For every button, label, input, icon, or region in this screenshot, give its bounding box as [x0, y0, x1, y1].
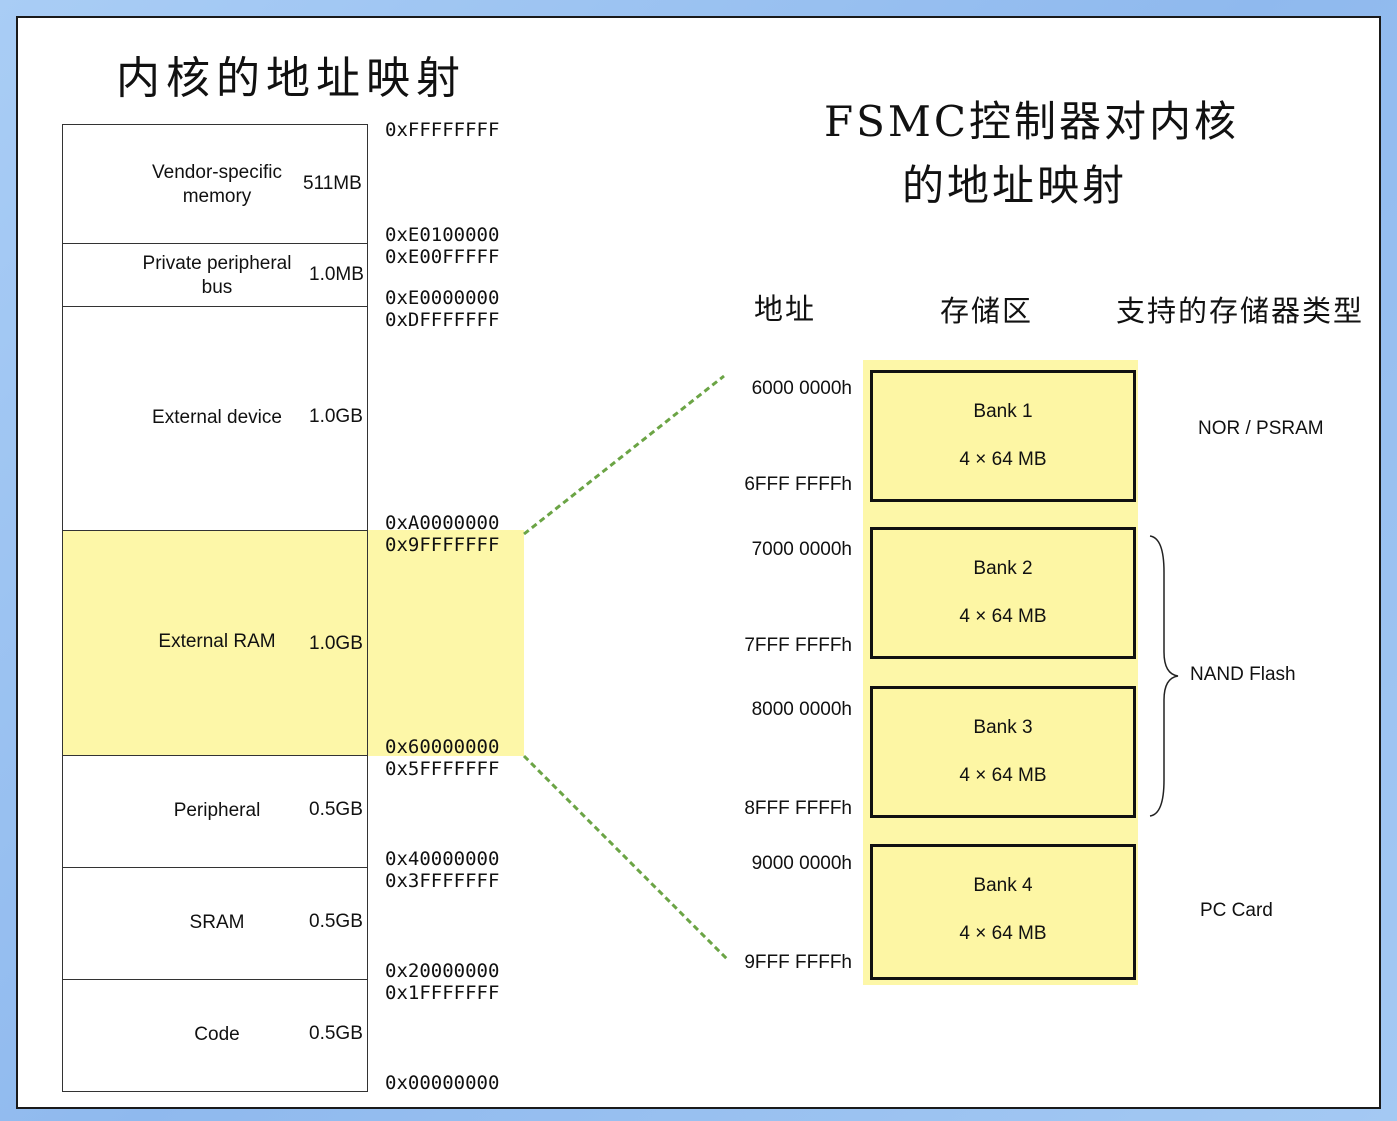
region-external-device: External device 1.0GB	[62, 306, 368, 531]
bank-name: Bank 4	[973, 875, 1033, 896]
region-size: 0.5GB	[309, 799, 363, 820]
mapping-lines	[522, 374, 730, 962]
bank-size: 4 × 64 MB	[959, 923, 1047, 944]
bank-start-address: 7000 0000h	[751, 539, 852, 560]
core-address: 0x60000000	[385, 736, 500, 758]
type-nand-flash: NAND Flash	[1190, 664, 1296, 685]
bank-size: 4 × 64 MB	[959, 449, 1047, 470]
region-name: SRAM	[189, 912, 245, 933]
bank-name: Bank 1	[973, 401, 1033, 422]
column-header-bank: 存储区	[940, 294, 1034, 328]
mapping-line-bottom	[522, 754, 730, 962]
bank-size: 4 × 64 MB	[959, 765, 1047, 786]
core-address: 0xA0000000	[385, 512, 500, 534]
column-header-address: 地址	[754, 292, 817, 326]
region-name: Code	[194, 1024, 240, 1045]
bank-start-address: 6000 0000h	[751, 378, 852, 399]
mapping-line-top	[523, 374, 725, 536]
core-address: 0xDFFFFFFF	[385, 309, 500, 331]
bank-4: Bank 4 4 × 64 MB	[870, 844, 1136, 980]
core-address: 0x1FFFFFFF	[385, 982, 500, 1004]
region-name: Private peripheral bus	[142, 253, 292, 298]
region-size: 0.5GB	[309, 911, 363, 932]
bank-2: Bank 2 4 × 64 MB	[870, 527, 1136, 659]
region-external-ram: External RAM 1.0GB	[62, 530, 368, 756]
bank-name: Bank 3	[973, 717, 1033, 738]
region-size: 1.0GB	[309, 633, 363, 654]
core-address: 0xE0000000	[385, 287, 500, 309]
right-title-line1: FSMC控制器对内核	[824, 97, 1240, 146]
core-address: 0x3FFFFFFF	[385, 870, 500, 892]
core-address: 0xE0100000	[385, 224, 500, 246]
core-address: 0x40000000	[385, 848, 500, 870]
region-private-peripheral-bus: Private peripheral bus 1.0MB	[62, 243, 368, 307]
core-address: 0xFFFFFFFF	[385, 119, 500, 141]
region-size: 0.5GB	[309, 1023, 363, 1044]
region-name: External device	[152, 407, 282, 428]
bank-start-address: 8000 0000h	[751, 699, 852, 720]
region-peripheral: Peripheral 0.5GB	[62, 755, 368, 868]
region-sram: SRAM 0.5GB	[62, 867, 368, 980]
bank-end-address: 7FFF FFFFh	[744, 635, 852, 656]
external-ram-address-highlight	[368, 530, 524, 756]
type-nor-psram: NOR / PSRAM	[1198, 418, 1324, 439]
core-address: 0x00000000	[385, 1072, 500, 1094]
left-title: 内核的地址映射	[116, 53, 466, 104]
bank-size: 4 × 64 MB	[959, 606, 1047, 627]
core-address: 0xE00FFFFF	[385, 246, 500, 268]
region-size: 1.0GB	[309, 406, 363, 427]
bank-end-address: 6FFF FFFFh	[744, 474, 852, 495]
bank-end-address: 9FFF FFFFh	[744, 952, 852, 973]
region-size: 1.0MB	[309, 264, 364, 285]
region-size: 511MB	[303, 173, 362, 194]
type-pc-card: PC Card	[1200, 900, 1273, 921]
region-code: Code 0.5GB	[62, 979, 368, 1092]
column-header-type: 支持的存储器类型	[1116, 294, 1365, 328]
core-address: 0x9FFFFFFF	[385, 534, 500, 556]
bank-3: Bank 3 4 × 64 MB	[870, 686, 1136, 818]
right-title-line2: 的地址映射	[902, 161, 1128, 210]
core-address: 0x20000000	[385, 960, 500, 982]
region-name: Peripheral	[173, 800, 261, 821]
bank-start-address: 9000 0000h	[751, 853, 852, 874]
bank-end-address: 8FFF FFFFh	[744, 798, 852, 819]
bank-name: Bank 2	[973, 558, 1033, 579]
diagram-panel: 内核的地址映射 FSMC控制器对内核 的地址映射 Vendor-specific…	[16, 16, 1381, 1109]
nand-brace	[1149, 535, 1179, 817]
region-name: Vendor-specific memory	[152, 162, 282, 207]
region-name: External RAM	[158, 631, 276, 652]
core-address: 0x5FFFFFFF	[385, 758, 500, 780]
region-vendor-specific-memory: Vendor-specific memory 511MB	[62, 124, 368, 244]
bank-1: Bank 1 4 × 64 MB	[870, 370, 1136, 502]
